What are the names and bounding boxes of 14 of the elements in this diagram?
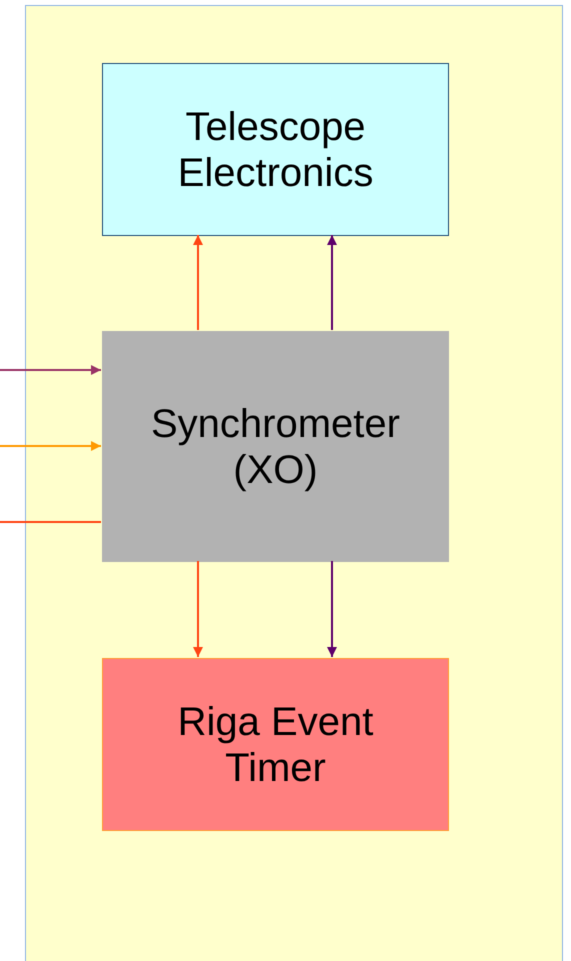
arrow <box>193 561 203 657</box>
process-box <box>102 658 449 831</box>
node-label: Synchrometer (XO) <box>150 400 401 492</box>
arrow <box>0 441 101 451</box>
arrow <box>327 561 337 657</box>
node-label: Telescope Electronics <box>176 104 374 196</box>
node-label: Riga Event Timer <box>176 698 374 790</box>
arrow <box>0 365 101 375</box>
panel <box>25 5 563 961</box>
arrow <box>327 235 337 330</box>
process-box <box>102 63 449 236</box>
connector-line <box>0 521 101 523</box>
arrow <box>193 235 203 330</box>
process-box <box>102 331 449 562</box>
